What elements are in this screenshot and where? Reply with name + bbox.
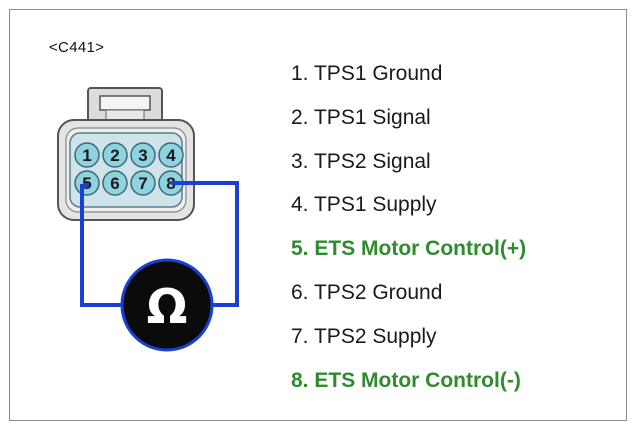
pin-socket-3: [130, 142, 156, 168]
pin-item: 4. TPS1 Supply: [291, 183, 526, 227]
pin-number: 7.: [291, 324, 309, 348]
pin-socket-4: [158, 142, 184, 168]
pin-item: 8. ETS Motor Control(-): [291, 359, 526, 403]
pin-item: 2. TPS1 Signal: [291, 96, 526, 140]
pin-item: 6. TPS2 Ground: [291, 271, 526, 315]
pin-socket-label: 1: [82, 146, 91, 165]
pin-socket-1: [74, 142, 100, 168]
pin-socket-6: [102, 170, 128, 196]
pin-item: 7. TPS2 Supply: [291, 315, 526, 359]
ohm-symbol: Ω: [147, 279, 188, 335]
pin-name: TPS1 Supply: [313, 193, 437, 217]
pin-item: 5. ETS Motor Control(+): [291, 227, 526, 271]
pin-number: 2.: [291, 105, 309, 129]
wire-pin8: [171, 181, 239, 307]
pin-name: ETS Motor Control(-): [314, 368, 521, 392]
pin-socket-label: 3: [138, 146, 147, 165]
pin-number: 5.: [291, 237, 309, 261]
pin-number: 8.: [291, 368, 309, 392]
pin-number: 6.: [291, 280, 309, 304]
connector-label: <C441>: [49, 39, 105, 56]
pin-name: TPS2 Supply: [313, 324, 437, 348]
pin-item: 3. TPS2 Signal: [291, 140, 526, 184]
pin-name: TPS2 Ground: [313, 280, 443, 304]
meter-wires: [80, 181, 239, 307]
pin-socket-label: 2: [110, 146, 119, 165]
pin-name: TPS2 Signal: [313, 149, 431, 173]
wire-pin5: [80, 183, 122, 307]
pin-number: 4.: [291, 193, 309, 217]
pin-name: TPS1 Signal: [313, 105, 431, 129]
ohmmeter: Ω: [120, 258, 214, 352]
pin-number: 3.: [291, 149, 309, 173]
pin-socket-2: [102, 142, 128, 168]
pin-socket-label: 7: [138, 174, 147, 193]
pin-name: ETS Motor Control(+): [314, 237, 527, 261]
connector-body: [57, 119, 195, 221]
pin-name: TPS1 Ground: [313, 62, 443, 85]
pin-socket-label: 4: [166, 146, 176, 165]
pin-item: 1. TPS1 Ground: [291, 52, 526, 96]
pin-number: 1.: [291, 62, 309, 85]
pin-socket-label: 6: [110, 174, 119, 193]
pin-socket-7: [130, 170, 156, 196]
